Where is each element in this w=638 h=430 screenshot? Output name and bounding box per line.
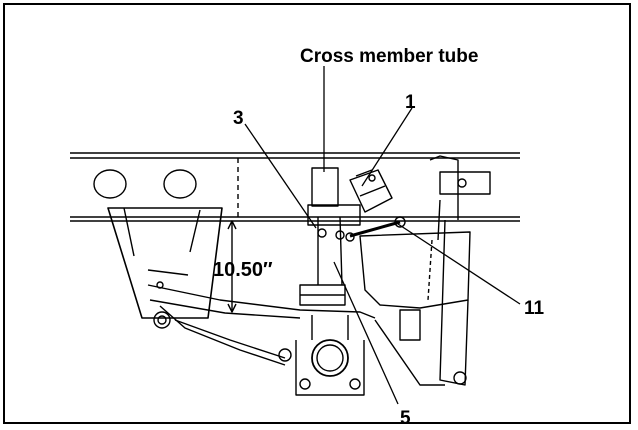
dimension-line: [227, 220, 237, 313]
callout-5: 5: [400, 408, 411, 429]
cross-member-tube: [295, 284, 365, 396]
frame-holes: [93, 169, 197, 199]
callout-11: 11: [524, 298, 545, 319]
cross-member-tube-label: Cross member tube: [300, 46, 479, 67]
callout-1: 1: [405, 92, 416, 113]
air-spring: [359, 155, 491, 386]
trailing-arm: [147, 281, 376, 366]
linkage-rod: [345, 216, 406, 242]
callout-3: 3: [233, 108, 244, 129]
leader-lines: [244, 66, 521, 405]
hanger-bracket: [107, 207, 223, 319]
frame-rail: [70, 152, 520, 222]
valve-assembly: [349, 169, 393, 213]
diagram-frame: [3, 3, 631, 424]
dimension-label: 10.50″: [213, 259, 273, 281]
vertical-member: [307, 167, 361, 286]
